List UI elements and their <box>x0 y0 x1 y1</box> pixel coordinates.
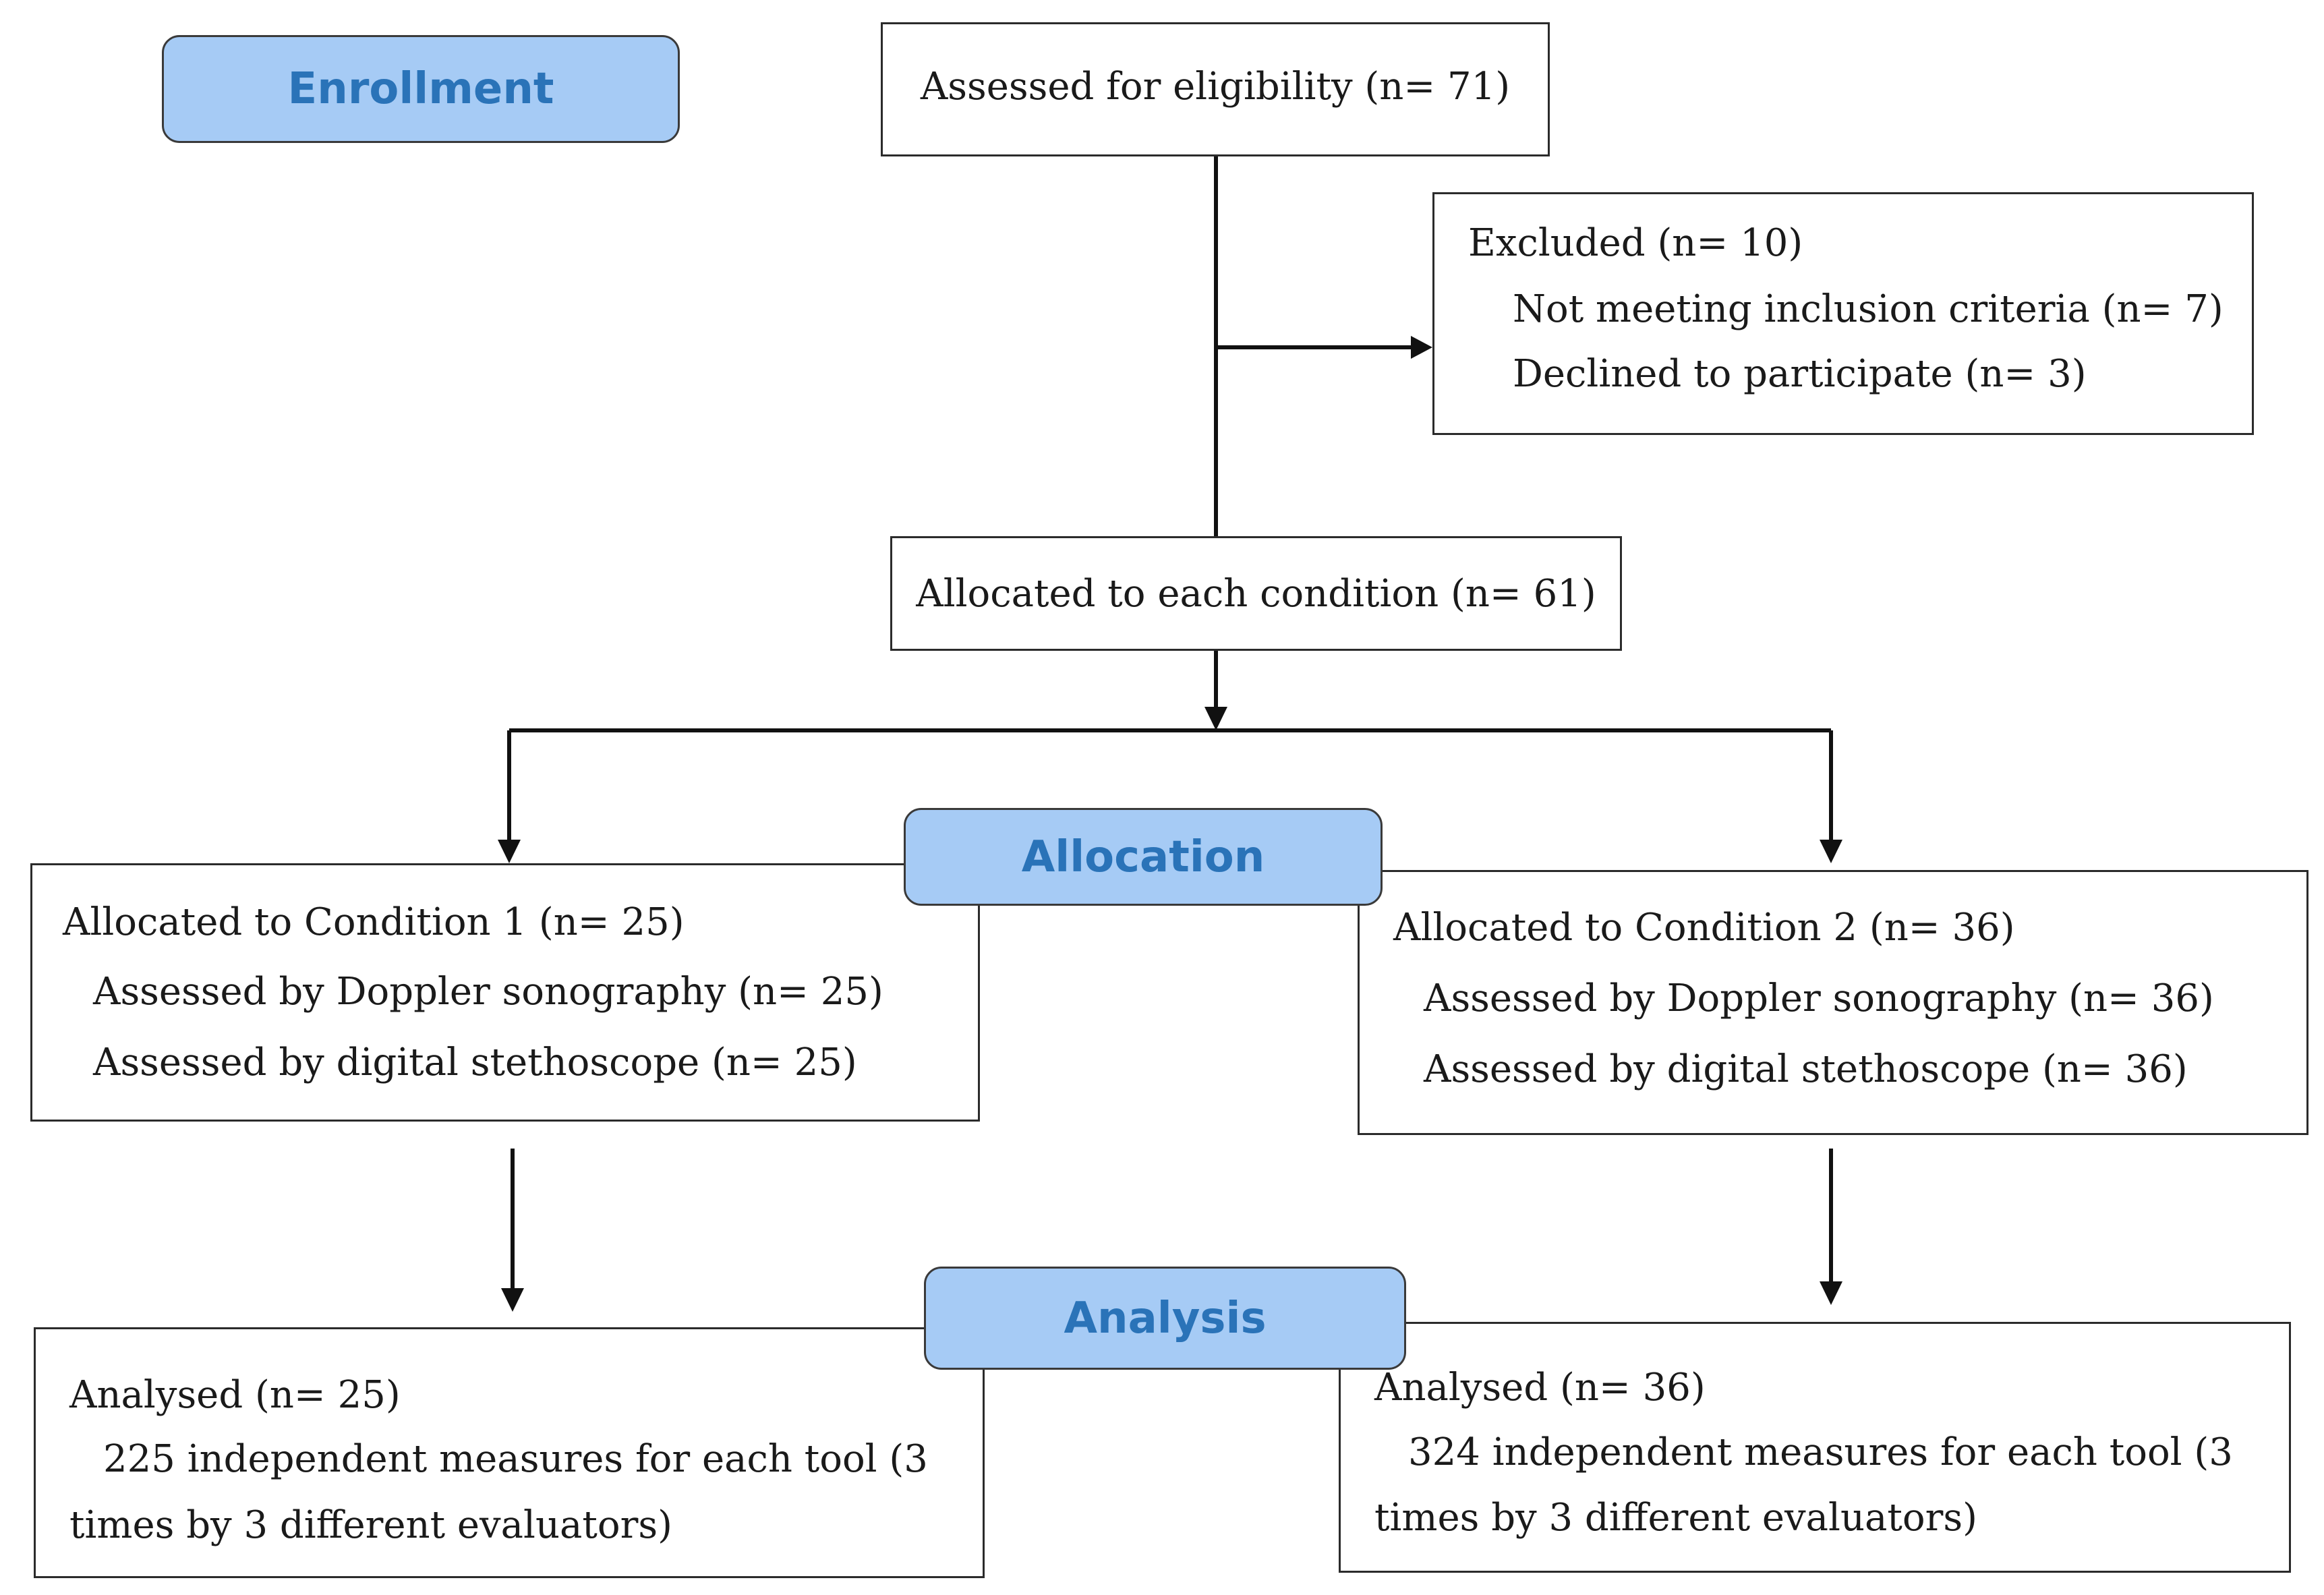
cond2-arrowhead <box>1820 840 1842 863</box>
allocated-total-box: Allocated to each condition (n= 61) <box>890 536 1622 651</box>
analysis2-line: 324 independent measures for each tool (… <box>1408 1430 2233 1474</box>
split-arrowhead <box>1204 707 1227 730</box>
condition1-item: Assessed by Doppler sonography (n= 25) <box>93 970 883 1014</box>
enrollment-stage-label: Enrollment <box>162 35 680 143</box>
analysis1-arrowhead <box>501 1288 524 1312</box>
condition2-box: Allocated to Condition 2 (n= 36) Assesse… <box>1358 870 2308 1135</box>
excluded-item: Declined to participate (n= 3) <box>1513 352 2087 396</box>
analysis1-line: 225 independent measures for each tool (… <box>103 1437 928 1481</box>
condition1-item: Assessed by digital stethoscope (n= 25) <box>93 1041 857 1084</box>
eligibility-box: Assessed for eligibility (n= 71) <box>881 22 1550 156</box>
excluded-item: Not meeting inclusion criteria (n= 7) <box>1513 287 2224 331</box>
condition1-box: Allocated to Condition 1 (n= 25) Assesse… <box>30 863 980 1122</box>
condition2-title: Allocated to Condition 2 (n= 36) <box>1393 906 2015 950</box>
analysis1-box: Analysed (n= 25) 225 independent measure… <box>34 1327 985 1578</box>
analysis1-title: Analysed (n= 25) <box>69 1373 401 1417</box>
condition2-item: Assessed by digital stethoscope (n= 36) <box>1424 1047 2188 1091</box>
analysis2-line: times by 3 different evaluators) <box>1374 1496 1977 1540</box>
analysis2-title: Analysed (n= 36) <box>1374 1366 1706 1410</box>
condition1-title: Allocated to Condition 1 (n= 25) <box>63 900 685 944</box>
analysis2-arrowhead <box>1820 1281 1842 1305</box>
cond1-arrowhead <box>498 840 521 863</box>
excluded-box: Excluded (n= 10) Not meeting inclusion c… <box>1432 192 2254 435</box>
allocation-stage-label: Allocation <box>904 808 1383 906</box>
condition2-item: Assessed by Doppler sonography (n= 36) <box>1424 977 2214 1020</box>
eligibility-text: Assessed for eligibility (n= 71) <box>920 65 1511 109</box>
excluded-arrowhead <box>1411 336 1432 359</box>
analysis1-line: times by 3 different evaluators) <box>69 1503 672 1547</box>
excluded-title: Excluded (n= 10) <box>1468 221 1803 265</box>
allocated-total-text: Allocated to each condition (n= 61) <box>916 572 1596 616</box>
analysis-stage-label: Analysis <box>924 1267 1406 1370</box>
analysis2-box: Analysed (n= 36) 324 independent measure… <box>1339 1322 2291 1573</box>
